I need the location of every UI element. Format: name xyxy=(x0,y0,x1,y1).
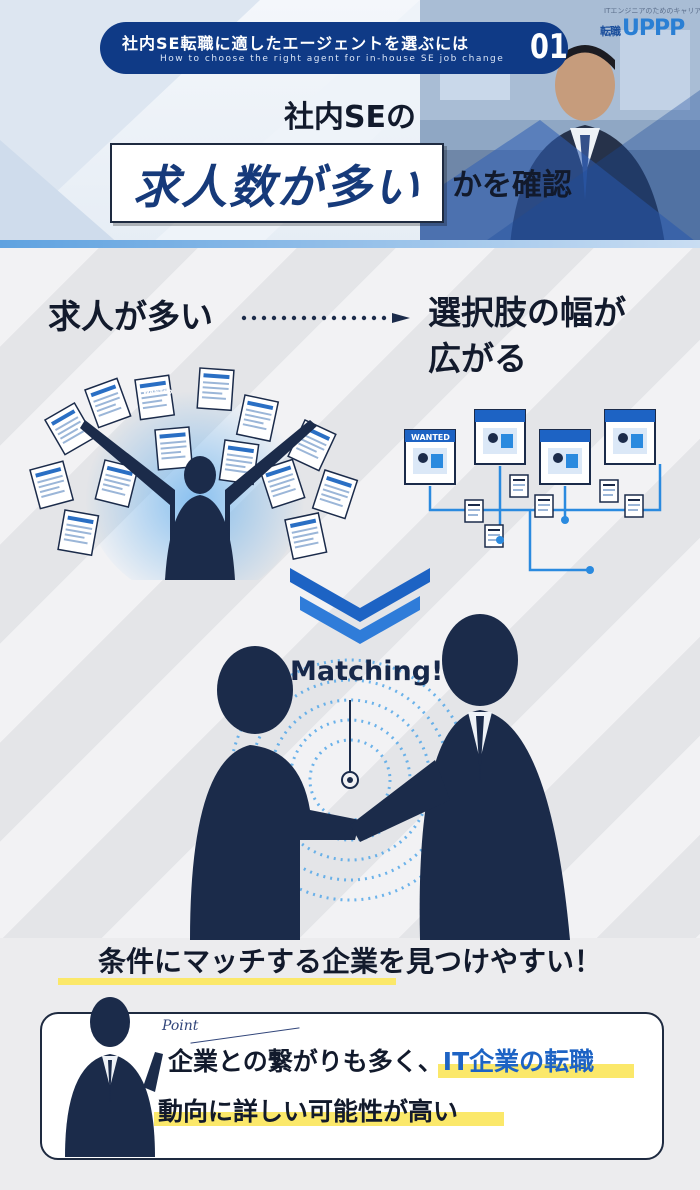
point-line2: 動向に詳しい可能性が高い xyxy=(158,1097,459,1126)
point-highlight-1 xyxy=(438,1064,634,1078)
logo-prefix: 転職 xyxy=(600,25,621,38)
point-label: Point xyxy=(162,1018,199,1034)
wider-choice-line1: 選択肢の幅が xyxy=(428,293,626,332)
point-line1-b: IT企業の転職 xyxy=(442,1047,595,1076)
dotted-arrow-icon xyxy=(241,313,410,323)
pill-title: 社内SE転職に適したエージェントを選ぶには xyxy=(122,34,470,53)
handshake-illustration xyxy=(190,614,570,940)
point-highlight-2 xyxy=(154,1112,504,1126)
logo-tagline: ITエンジニアのためのキャリアメディア xyxy=(604,7,700,15)
title-line2: かを確認 xyxy=(452,168,572,203)
wider-choice-line2: 広がる xyxy=(428,339,527,378)
conclusion-highlight xyxy=(58,978,396,985)
many-jobs-text: 求人が多い xyxy=(48,297,213,336)
pill-subtitle: How to choose the right agent for in-hou… xyxy=(160,54,505,64)
wanted-label: WANTED xyxy=(143,389,172,396)
businessman-silhouette xyxy=(65,997,163,1157)
brand-logo: 転職UPPP xyxy=(600,16,685,41)
matching-label: Matching! xyxy=(290,656,444,687)
title-line1: 社内SEの xyxy=(283,100,417,135)
wanted-label: WANTED xyxy=(411,433,450,442)
point-line1-a: 企業との繋がりも多く、 xyxy=(168,1047,443,1076)
wider-choice-text: 選択肢の幅が 広がる xyxy=(428,290,626,382)
point-line1: 企業との繋がりも多く、IT企業の転職 xyxy=(168,1042,594,1078)
many-job-papers-illustration: WANTED xyxy=(29,367,359,580)
chevron-down-icon xyxy=(290,568,430,644)
title-emphasis-box: 求人数が多い xyxy=(110,143,444,223)
pill-number: 01 xyxy=(530,27,568,67)
conclusion-text: 条件にマッチする企業を見つけやすい！ xyxy=(97,945,602,978)
logo-name: UPPP xyxy=(622,16,685,41)
title-emphasis: 求人数が多い xyxy=(133,160,421,214)
section-pill: 社内SE転職に適したエージェントを選ぶには How to choose the … xyxy=(100,22,568,74)
header-divider xyxy=(0,240,700,248)
header-band: 社内SE転職に適したエージェントを選ぶには How to choose the … xyxy=(0,0,700,245)
job-options-tree-illustration: WANTED xyxy=(404,409,662,574)
